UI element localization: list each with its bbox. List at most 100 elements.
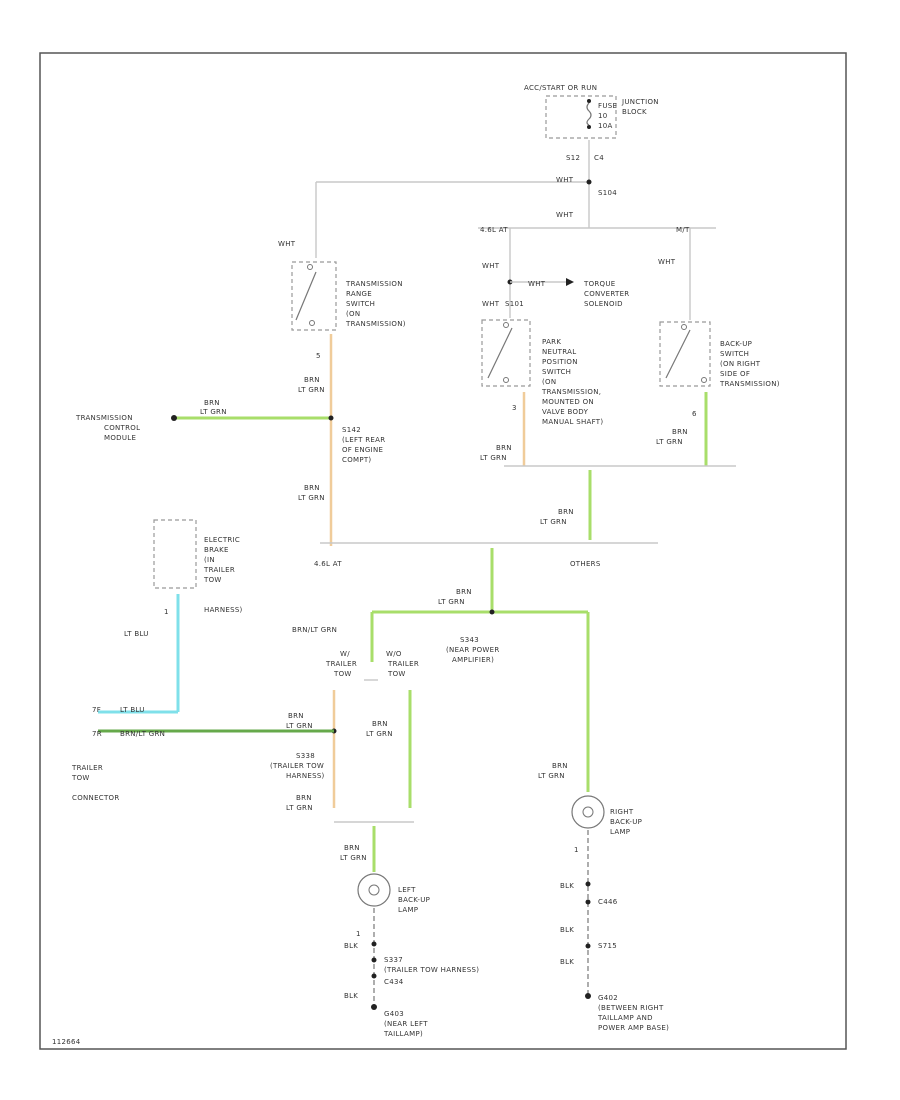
diagram-frame — [39, 52, 847, 1050]
splice-s142-dot — [328, 415, 334, 421]
backup-sw-label-4: SIDE OF — [720, 370, 750, 378]
pnp-label-1: PARK — [542, 338, 561, 346]
wire-label-blk-l2: BLK — [344, 992, 358, 1000]
conn-c434-dot — [371, 973, 377, 979]
splice-s142-label-3: OF ENGINE — [342, 446, 383, 454]
branch-w-tow-2: TRAILER — [325, 660, 357, 668]
tow-conn-label-2: TOW — [71, 774, 90, 782]
brake-pin: 1 — [164, 608, 169, 616]
trs-outline — [291, 261, 337, 331]
wire-label-blk-l1: BLK — [344, 942, 358, 950]
pnp-label-9: MANUAL SHAFT) — [542, 418, 603, 426]
splice-s343-label-1: S343 — [460, 636, 479, 644]
splice-s337-label-1: S337 — [384, 956, 403, 964]
wire-label-wht-s101: WHT — [482, 300, 500, 308]
fuse-terminal-bottom — [587, 125, 591, 129]
fuse-conn-c4: C4 — [594, 154, 604, 162]
trs-contact-bottom — [309, 320, 315, 326]
tcm-label-2: CONTROL — [104, 424, 140, 432]
pnp-label-6: TRANSMISSION, — [541, 388, 601, 396]
branch-w-tow-3: TOW — [333, 670, 352, 678]
trs-contact-top — [307, 264, 313, 270]
splice-s104-dot — [586, 179, 592, 185]
wire-label-wht-tcs: WHT — [528, 280, 546, 288]
trs-pin: 5 — [316, 352, 321, 360]
backup-switch-outline — [659, 321, 711, 387]
fuse-terminal-top — [587, 99, 591, 103]
branch-wo-tow-1: W/O — [386, 650, 402, 658]
tow-conn-label-1: TRAILER — [71, 764, 103, 772]
tcm-label-1: TRANSMISSION — [75, 414, 133, 422]
branch-w-tow-1: W/ — [340, 650, 350, 658]
splice-s142-label-2: (LEFT REAR — [342, 436, 385, 444]
branch-label-at: 4.6L AT — [480, 226, 508, 234]
splice-s343-label-2: (NEAR POWER — [446, 646, 500, 654]
wire-label-brn-tcm: BRN — [204, 399, 220, 407]
g403-label-1: G403 — [384, 1010, 404, 1018]
wire-label-brn-tow: BRN — [288, 712, 304, 720]
left-lamp-label-2: BACK-UP — [398, 896, 430, 904]
brake-label-3: (IN — [204, 556, 215, 564]
wire-label-ltgrn-rl: LT GRN — [538, 772, 565, 780]
trs-label-4: (ON — [346, 310, 360, 318]
wire-label-blk-r1: BLK — [560, 882, 574, 890]
right-lamp-bulb — [571, 795, 605, 829]
wire-label-ltgrn-mt: LT GRN — [656, 438, 683, 446]
trs-label-2: RANGE — [346, 290, 372, 298]
left-lamp-pin: 1 — [356, 930, 361, 938]
tcs-label-3: SOLENOID — [584, 300, 623, 308]
wire-label-ltgrn-tow2: LT GRN — [286, 804, 313, 812]
wire-label-wht-pnp: WHT — [482, 262, 500, 270]
right-lamp-filament — [582, 806, 594, 818]
conn-c434-label: C434 — [384, 978, 404, 986]
pnp-label-3: POSITION — [542, 358, 578, 366]
splice-s338-label-1: S338 — [296, 752, 315, 760]
pnp-label-8: VALVE BODY — [542, 408, 589, 416]
left-lamp-bulb — [357, 873, 391, 907]
branch-wo-tow-3: TOW — [387, 670, 406, 678]
right-lamp-label-3: LAMP — [610, 828, 630, 836]
wire-label-brn-notow: BRN — [372, 720, 388, 728]
tow-conn-label-3: CONNECTOR — [72, 794, 120, 802]
backup-sw-contact-bottom — [701, 377, 707, 383]
right-lamp-label-1: RIGHT — [610, 808, 634, 816]
wire-label-ltgrn-opt: LT GRN — [438, 598, 465, 606]
junction-block-label-2: BLOCK — [622, 108, 647, 116]
fuse-label: FUSE — [598, 102, 617, 110]
wire-label-wht-mt: WHT — [658, 258, 676, 266]
pnp-contact-bottom — [503, 377, 509, 383]
wire-label-brn-2: BRN — [304, 484, 320, 492]
backup-sw-label-3: (ON RIGHT — [720, 360, 761, 368]
brake-label-2: BRAKE — [204, 546, 229, 554]
g403-label-2: (NEAR LEFT — [384, 1020, 428, 1028]
wire-label-ltgrn-merge: LT GRN — [540, 518, 567, 526]
tcm-label-3: MODULE — [104, 434, 136, 442]
wire-label-ltgrn-ll: LT GRN — [340, 854, 367, 862]
brake-outline — [153, 519, 197, 589]
brake-label-5: TOW — [203, 576, 222, 584]
wire-label-brn-pnp: BRN — [496, 444, 512, 452]
g402-label-2: (BETWEEN RIGHT — [598, 1004, 664, 1012]
fuse-symbol — [586, 102, 592, 126]
backup-sw-blade — [665, 329, 691, 379]
wire-label-brn-tow2: BRN — [296, 794, 312, 802]
backup-sw-label-1: BACK-UP — [720, 340, 752, 348]
splice-s715-label: S715 — [598, 942, 617, 950]
trs-label-5: TRANSMISSION) — [345, 320, 406, 328]
pnp-label-7: MOUNTED ON — [542, 398, 594, 406]
branch-wo-tow-2: TRAILER — [387, 660, 419, 668]
trs-label-1: TRANSMISSION — [345, 280, 403, 288]
splice-s104-label: S104 — [598, 189, 617, 197]
figure-id: 112664 — [52, 1038, 81, 1046]
pin-7r: 7R — [92, 730, 102, 738]
backup-sw-pin: 6 — [692, 410, 697, 418]
g403-label-3: TAILLAMP) — [383, 1030, 423, 1038]
wire-label-ltgrn-tcm: LT GRN — [200, 408, 227, 416]
pnp-label-2: NEUTRAL — [542, 348, 576, 356]
fuse-number: 10 — [598, 112, 608, 120]
g402-label-3: TAILLAMP AND — [597, 1014, 653, 1022]
left-lamp-terminal — [371, 941, 377, 947]
wire-label-ltgrn-notow: LT GRN — [366, 730, 393, 738]
splice-s343-label-3: AMPLIFIER) — [452, 656, 494, 664]
